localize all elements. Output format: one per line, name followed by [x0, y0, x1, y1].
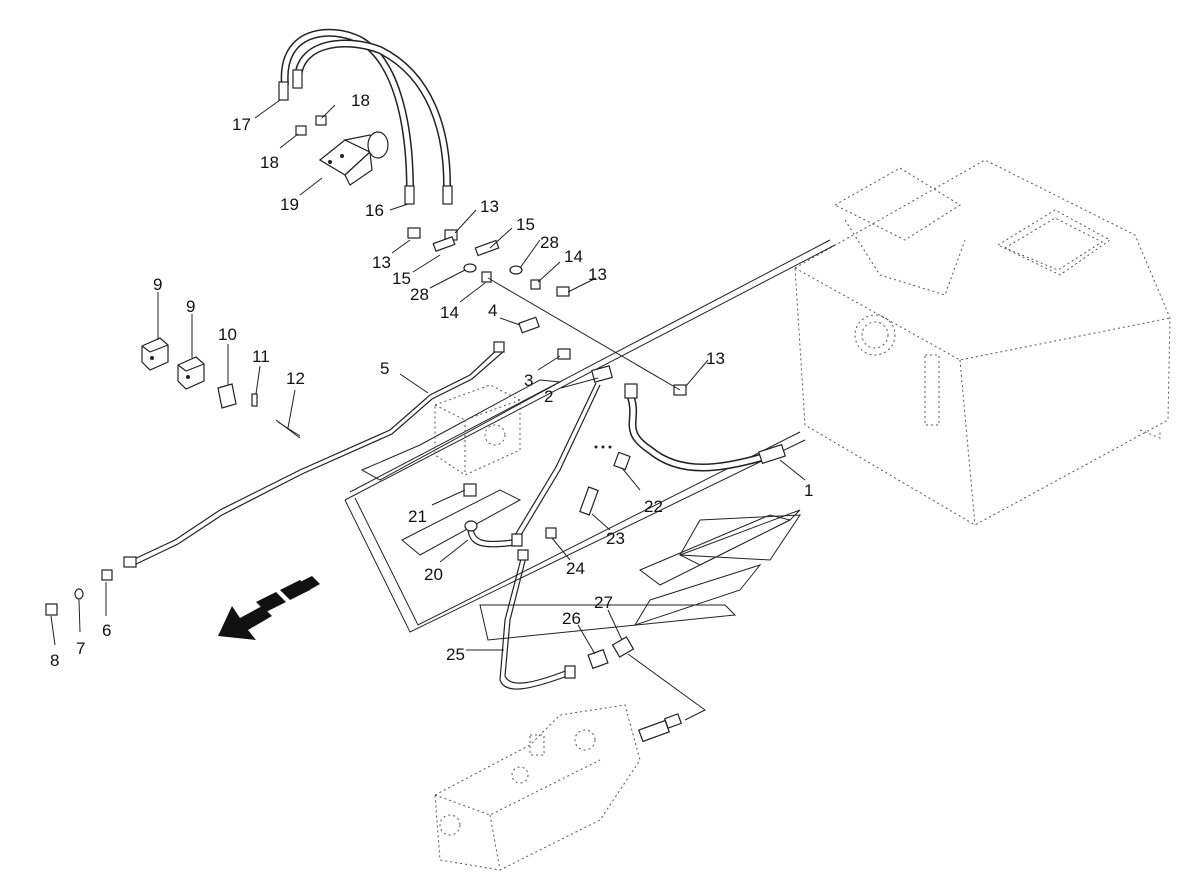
label-24: 24: [566, 559, 585, 578]
label-2: 2: [544, 387, 553, 406]
label-28a: 28: [540, 233, 559, 252]
label-20: 20: [424, 565, 443, 584]
label-6: 6: [102, 621, 111, 640]
label-22: 22: [644, 497, 663, 516]
label-11: 11: [252, 347, 270, 366]
pipe-25: [499, 549, 576, 690]
label-26: 26: [562, 609, 581, 628]
leader-lines: [50, 99, 806, 655]
main-valve-block: [434, 704, 641, 871]
frame-outline: [344, 239, 836, 641]
label-9b: 9: [186, 297, 195, 316]
label-10: 10: [218, 325, 237, 344]
label-16: 16: [365, 201, 384, 220]
label-3: 3: [524, 371, 533, 390]
upper-hoses: [278, 28, 453, 205]
label-5: 5: [380, 359, 389, 378]
fittings-21-24: [463, 445, 631, 539]
label-13d: 13: [706, 349, 725, 368]
label-15b: 15: [392, 269, 411, 288]
label-1: 1: [804, 481, 813, 500]
label-4: 4: [488, 301, 497, 320]
label-23: 23: [606, 529, 625, 548]
blocks-and-bolts: [141, 337, 301, 439]
hydraulic-tank: [794, 159, 1171, 526]
long-tube: [123, 341, 505, 568]
label-21: 21: [408, 507, 427, 526]
label-12: 12: [286, 369, 305, 388]
small-fittings: [295, 115, 687, 396]
label-13b: 13: [372, 253, 391, 272]
label-13a: 13: [480, 197, 499, 216]
fittings-26-27: [587, 636, 706, 721]
upper-valve-block: [434, 384, 521, 476]
label-19: 19: [280, 195, 299, 214]
part-labels: 1 2 3 4 5 6 7 8 9 9 10 11 12 13 13 13 13…: [50, 91, 813, 670]
label-15a: 15: [516, 215, 535, 234]
pressure-sensor: [638, 713, 683, 743]
hydraulic-motor: [318, 131, 389, 186]
label-14a: 14: [564, 247, 583, 266]
label-18b: 18: [260, 153, 279, 172]
label-13c: 13: [588, 265, 607, 284]
nuts: [45, 569, 113, 616]
forward-arrow-icon: [218, 576, 320, 640]
label-7: 7: [76, 639, 85, 658]
return-hose: [624, 383, 787, 472]
label-9a: 9: [153, 275, 162, 294]
pipe-20: [464, 382, 601, 548]
label-17: 17: [232, 115, 251, 134]
label-28b: 28: [410, 285, 429, 304]
label-27: 27: [594, 593, 613, 612]
label-8: 8: [50, 651, 59, 670]
label-18a: 18: [351, 91, 370, 110]
label-25: 25: [446, 645, 465, 664]
label-14b: 14: [440, 303, 459, 322]
